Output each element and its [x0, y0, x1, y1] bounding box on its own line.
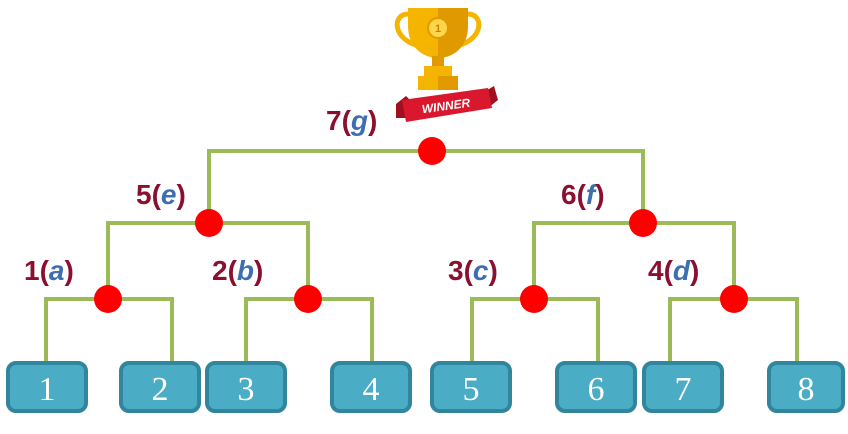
edge-3-to-leaf5	[470, 297, 534, 365]
leaf-node-5: 5	[430, 361, 512, 413]
leaf-label-2: 2	[152, 371, 169, 408]
match-label-3: 3(c)	[448, 255, 498, 286]
match-node-3	[520, 285, 548, 313]
match-label-5: 5(e)	[136, 179, 186, 210]
edge-4-to-leaf7	[668, 297, 734, 365]
match-label-4: 4(d)	[648, 255, 699, 286]
leaf-node-6: 6	[555, 361, 637, 413]
match-label-6: 6(f)	[561, 179, 605, 210]
match-node-6	[629, 209, 657, 237]
leaf-node-7: 7	[642, 361, 724, 413]
edge-1-to-leaf1	[44, 297, 108, 365]
leaf-node-2: 2	[119, 361, 201, 413]
bracket-edges	[44, 149, 799, 365]
edge-4-to-leaf8	[734, 297, 799, 365]
leaf-label-7: 7	[675, 371, 692, 408]
edge-7-to-5	[207, 149, 432, 221]
edge-6-to-4	[643, 221, 736, 297]
match-node-1	[94, 285, 122, 313]
edge-1-to-leaf2	[108, 297, 174, 365]
leaf-label-3: 3	[238, 371, 255, 408]
trophy-coin-text: 1	[435, 23, 441, 35]
trophy-icon: 1	[394, 8, 482, 90]
edge-7-to-6	[432, 149, 645, 221]
match-node-7	[418, 137, 446, 165]
edge-2-to-leaf3	[244, 297, 308, 365]
match-label-7: 7(g)	[326, 105, 377, 136]
winner-banner-text: WINNER	[421, 96, 471, 117]
match-nodes	[94, 137, 748, 313]
leaf-node-8: 8	[767, 361, 845, 413]
match-node-5	[195, 209, 223, 237]
edge-2-to-leaf4	[308, 297, 374, 365]
edge-5-to-2	[209, 221, 310, 297]
leaf-nodes: 1 2 3 4 5 6 7 8	[6, 361, 845, 413]
leaf-node-1: 1	[6, 361, 88, 413]
edge-6-to-3	[532, 221, 643, 297]
match-node-4	[720, 285, 748, 313]
leaf-label-6: 6	[588, 371, 605, 408]
match-label-1: 1(a)	[24, 255, 74, 286]
leaf-label-5: 5	[463, 371, 480, 408]
leaf-label-8: 8	[798, 371, 815, 408]
leaf-node-3: 3	[205, 361, 287, 413]
edge-5-to-1	[106, 221, 209, 297]
match-node-2	[294, 285, 322, 313]
leaf-node-4: 4	[330, 361, 412, 413]
leaf-label-4: 4	[363, 371, 380, 408]
match-label-2: 2(b)	[212, 255, 263, 286]
edge-3-to-leaf6	[534, 297, 600, 365]
leaf-label-1: 1	[39, 371, 56, 408]
winner-banner: WINNER	[396, 86, 498, 122]
match-labels: 7(g) 5(e) 6(f) 1(a) 2(b) 3(c) 4(d)	[24, 105, 699, 286]
